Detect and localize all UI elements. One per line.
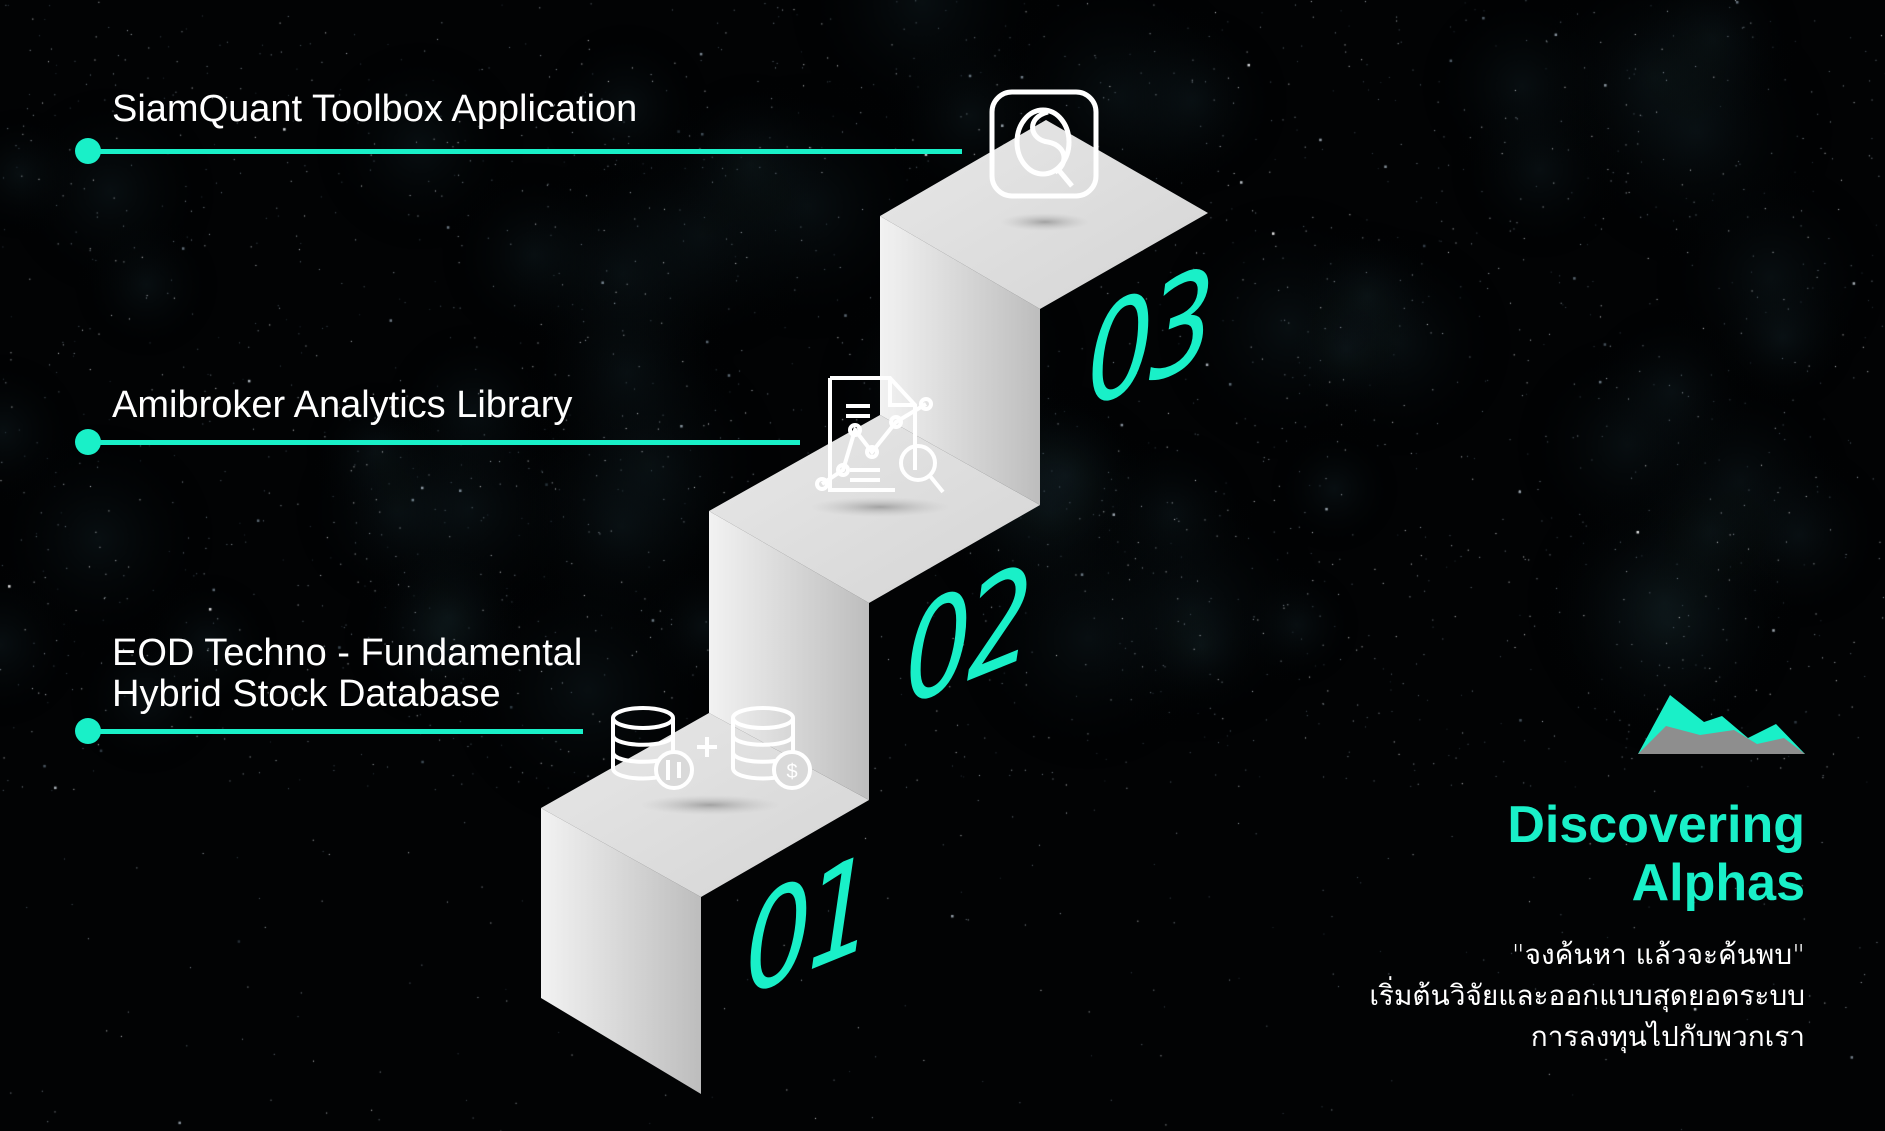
step-3-front (880, 216, 1040, 505)
step-1-front (541, 808, 701, 1094)
tagline-line1: "จงค้นหา แล้วจะค้นพบ" (1511, 938, 1805, 971)
tagline-line3: การลงทุนไปกับพวกเรา (1530, 1020, 1805, 1053)
step-1-label-line2: Hybrid Stock Database (112, 673, 501, 715)
headline-line1: Discovering (1507, 796, 1805, 854)
headline-line2: Alphas (1631, 854, 1805, 912)
step-2-leader-line (88, 440, 800, 445)
step-3-label: SiamQuant Toolbox Application (112, 88, 638, 130)
siamquant-logo-icon (989, 89, 1099, 199)
dollar-icon: $ (786, 761, 797, 783)
step-1-leader-line (88, 729, 583, 734)
database-candlestick-dollar-icon (611, 706, 812, 790)
tagline-line2: เริ่มต้นวิจัยและออกแบบสุดยอดระบบ (1369, 979, 1805, 1012)
step-2-dot (75, 429, 101, 455)
step-2-label: Amibroker Analytics Library (112, 384, 573, 426)
step-3-leader-line (88, 149, 962, 154)
step-1-dot (75, 718, 101, 744)
document-chart-search-icon (815, 376, 945, 494)
step-1-label-line1: EOD Techno - Fundamental (112, 632, 583, 674)
step-3-dot (75, 138, 101, 164)
mountain-logo-icon (1638, 695, 1805, 754)
